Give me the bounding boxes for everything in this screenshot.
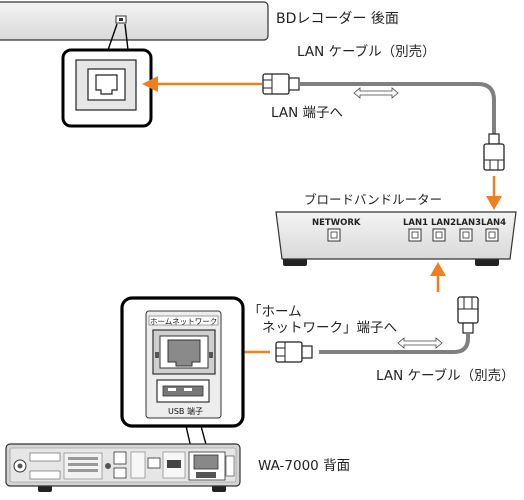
bd-recorder [0, 1, 269, 41]
bd-recorder-label: BDレコーダー 後面 [276, 11, 399, 27]
top-cable-label: LAN ケーブル（別売） [297, 43, 436, 60]
router-network-port-label: NETWORK [312, 218, 361, 228]
wa7000-label: WA-7000 背面 [258, 458, 350, 474]
bottom-cable-plug-right [457, 296, 479, 334]
lan-port-label: LAN 端子へ [271, 105, 343, 121]
top-cable [299, 82, 496, 134]
bd-callout-lines [107, 23, 129, 51]
home-network-label-line1: 「ホーム [248, 304, 302, 320]
usb-port-label: USB 端子 [168, 406, 203, 416]
bottom-cable-double-arrow [397, 337, 443, 349]
router-lan-ports [408, 228, 499, 242]
wa7000-device [5, 443, 241, 492]
top-cable-double-arrow [353, 87, 399, 99]
bottom-cable-plug-left [275, 341, 313, 363]
router [275, 211, 517, 266]
router-label: ブロードバンドルーター [304, 192, 442, 207]
bd-lan-port-zoom [61, 48, 153, 128]
router-lan-ports-label: LAN1 LAN2LAN3LAN4 [403, 218, 506, 228]
bottom-cable [319, 333, 470, 354]
bottom-cable-label: LAN ケーブル（別売） [376, 367, 515, 384]
arrow-from-bottom-cable-to-router [430, 262, 446, 292]
home-network-label-line2: ネットワーク」端子へ [262, 320, 397, 336]
arrow-to-bd-port [142, 76, 262, 92]
wa7000-port-zoom [120, 296, 245, 428]
home-network-panel-title: ホームネットワーク [150, 317, 217, 326]
top-cable-plug-left [262, 73, 300, 95]
top-cable-plug-right [483, 133, 505, 171]
arrow-to-router-lan [486, 176, 502, 210]
